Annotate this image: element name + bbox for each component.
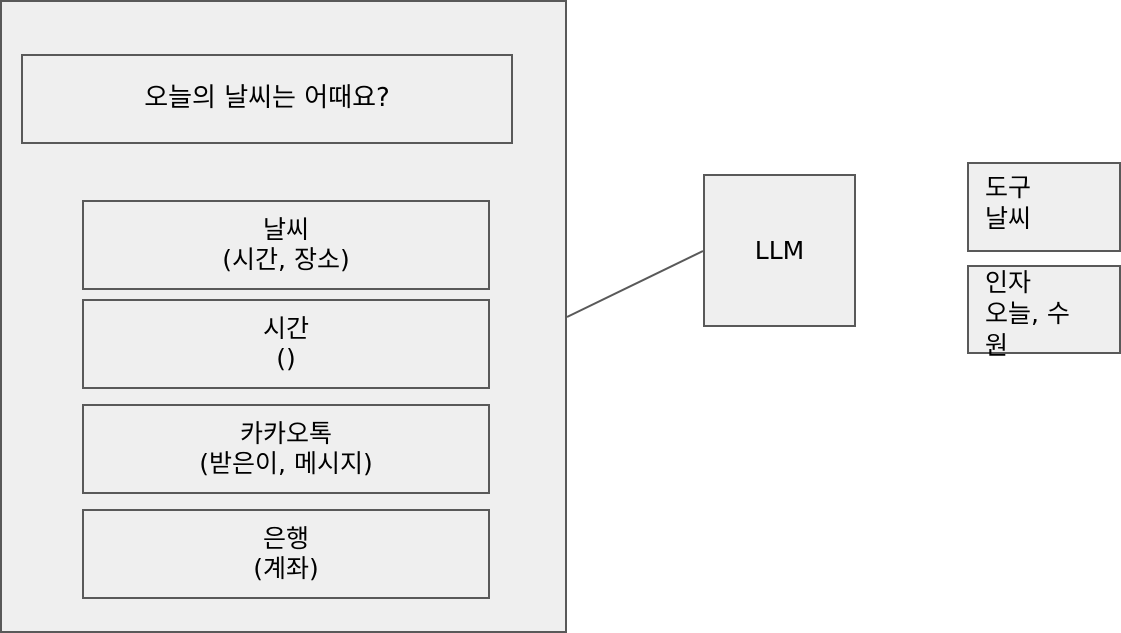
- result-args-value-line-1: 오늘, 수: [985, 299, 1070, 329]
- tool-time-box: 시간 (): [82, 299, 490, 389]
- result-args-label: 인자: [985, 268, 1032, 297]
- panel-to-llm-line: [566, 250, 704, 318]
- question-text: 오늘의 날씨는 어때요?: [144, 83, 390, 114]
- result-tool-value: 날씨: [985, 204, 1032, 234]
- tool-bank-box: 은행 (계좌): [82, 509, 490, 599]
- result-tool-label: 도구: [985, 173, 1032, 202]
- tool-kakaotalk-box: 카카오톡 (받은이, 메시지): [82, 404, 490, 494]
- result-args-box: 인자 오늘, 수 원: [967, 265, 1121, 360]
- llm-label: LLM: [754, 235, 805, 265]
- tool-time-name: 시간: [262, 314, 309, 343]
- tool-bank-name: 은행: [262, 524, 309, 553]
- tool-time-params: (): [276, 344, 296, 373]
- tool-bank-params: (계좌): [253, 554, 319, 583]
- tool-weather-params: (시간, 장소): [222, 245, 350, 274]
- question-box: 오늘의 날씨는 어때요?: [21, 54, 513, 144]
- tool-kakaotalk-name: 카카오톡: [239, 419, 332, 448]
- result-tool-box: 도구 날씨: [967, 162, 1121, 252]
- result-args-value-line-2: 원: [985, 330, 1009, 360]
- llm-box: LLM: [703, 174, 856, 327]
- tool-weather-name: 날씨: [262, 215, 309, 244]
- tool-weather-box: 날씨 (시간, 장소): [82, 200, 490, 290]
- tool-kakaotalk-params: (받은이, 메시지): [199, 449, 373, 478]
